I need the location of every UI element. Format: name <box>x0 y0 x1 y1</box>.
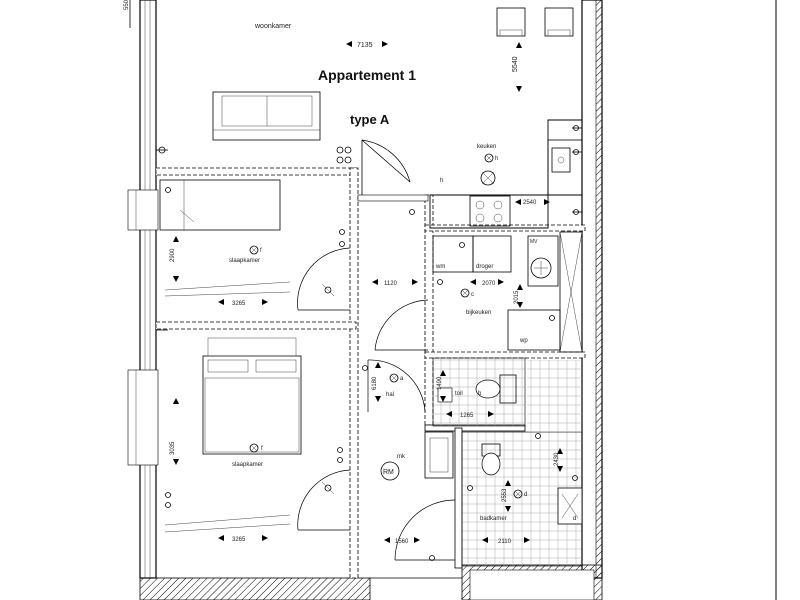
dimension-living-top: 550 <box>124 0 130 10</box>
utility-room: wm droger MV wp c bijkeuken 2070 2015 <box>432 231 583 353</box>
fixture-code-bath-fan: d <box>573 516 576 522</box>
outlet-symbols-bedroom-bottom <box>165 447 343 508</box>
dimension-utility-width: 2070 <box>482 281 496 287</box>
dimension-living-width: 7135 <box>357 42 373 49</box>
dimension-toilet-width: 1265 <box>460 413 474 419</box>
door-hall-utility <box>374 299 429 351</box>
light-fixture-utility <box>460 288 470 298</box>
toilet-room: toil b 1490 1265 <box>432 357 526 427</box>
door-hall-toilet <box>367 359 426 413</box>
extractor-fan-icon <box>480 170 496 186</box>
kitchen: keuken h h 2540 <box>429 119 583 229</box>
light-fixture-hall <box>389 373 399 383</box>
outlet-symbols-hall <box>362 209 435 561</box>
light-fixture-bathroom <box>513 489 523 499</box>
bedroom-top: f slaapkamer 2900 3265 <box>159 179 351 311</box>
fixture-code-hall-light: a <box>400 376 404 382</box>
hall: 1120 a hal 6180 mk RM <box>362 209 456 561</box>
door-bedroom-top <box>297 247 351 311</box>
door-front-entrance <box>394 499 456 561</box>
door-living-hall <box>361 139 411 183</box>
dimension-living-depth: 5540 <box>512 56 519 72</box>
switch-bedroom-bottom <box>321 481 335 495</box>
room-label-meter-cupboard: mk <box>397 454 406 460</box>
fixture-code-bath-light: d <box>524 492 527 498</box>
dimension-bathroom-width: 2110 <box>498 539 512 545</box>
dimension-entry-width: 1560 <box>395 539 409 545</box>
light-fixture-kitchen <box>484 153 494 163</box>
plan-title: Appartement 1 <box>318 67 416 83</box>
room-label-toilet: toil <box>455 391 463 397</box>
dimension-bed2-depth: 3035 <box>170 441 176 455</box>
dimension-hall-depth: 6180 <box>372 376 378 390</box>
dimension-bathroom-right: 2430 <box>554 452 560 466</box>
bathroom: d d badkamer 2110 2553 2430 <box>461 360 583 567</box>
fixture-code-kitchen-point: h <box>440 178 443 184</box>
fixture-code-bed1-light: f <box>260 248 262 254</box>
light-fixture-bedroom-top <box>249 245 259 255</box>
fixture-code-bed2-light: f <box>261 446 263 452</box>
room-label-bedroom-top: slaapkamer <box>229 258 260 264</box>
living-room: woonkamer 7135 5540 Appartement 1 type A <box>156 7 574 331</box>
dimension-bathroom-depth: 2553 <box>502 488 508 502</box>
rm-symbol <box>380 461 400 481</box>
room-label-bathroom: badkamer <box>480 516 507 522</box>
outlet-symbols-kitchen <box>572 125 582 215</box>
room-label-bedroom-bottom: slaapkamer <box>232 462 263 468</box>
rm-label: RM <box>383 469 394 476</box>
dimension-toilet-height: 1490 <box>437 376 443 390</box>
fixture-code-kitchen-light: h <box>495 156 498 162</box>
outlet-symbols <box>336 146 352 164</box>
dimension-living-width-marker <box>346 41 388 47</box>
switch-symbol <box>156 146 168 331</box>
switch-bedroom-top <box>321 283 335 297</box>
room-label-kitchen: keuken <box>477 144 496 150</box>
dimension-hall-width: 1120 <box>384 281 398 287</box>
door-bedroom-bottom <box>297 469 351 531</box>
exterior-walls: 550 <box>124 0 603 600</box>
dimension-bed2-width: 3265 <box>232 537 246 543</box>
label-mv: MV <box>530 239 538 245</box>
dimension-bed1-width: 3265 <box>232 301 246 307</box>
dimension-kitchen-width: 2540 <box>523 200 537 206</box>
light-fixture-bedroom-bottom <box>249 443 259 453</box>
dining-chairs <box>496 7 574 37</box>
fixture-code-toilet-light: b <box>478 391 482 397</box>
plan-subtitle: type A <box>350 112 390 127</box>
outlet-symbols-bedroom-top <box>165 187 345 247</box>
fixture-code-utility-light: c <box>471 292 474 298</box>
label-dryer: droger <box>476 264 493 270</box>
label-washer: wm <box>435 264 445 270</box>
dimension-utility-depth: 2015 <box>514 290 520 304</box>
room-label-utility: bijkeuken <box>466 310 491 316</box>
room-label-living: woonkamer <box>254 23 292 30</box>
sofa <box>212 91 321 141</box>
bedroom-bottom: f slaapkamer 3035 3265 <box>164 337 351 543</box>
label-heat-pump: wp <box>519 338 528 344</box>
outlet-symbols-utility <box>437 242 555 321</box>
outlet-symbols-bathroom <box>467 433 578 491</box>
room-label-hall: hal <box>386 392 394 398</box>
dimension-bed1-depth: 2900 <box>170 248 176 262</box>
